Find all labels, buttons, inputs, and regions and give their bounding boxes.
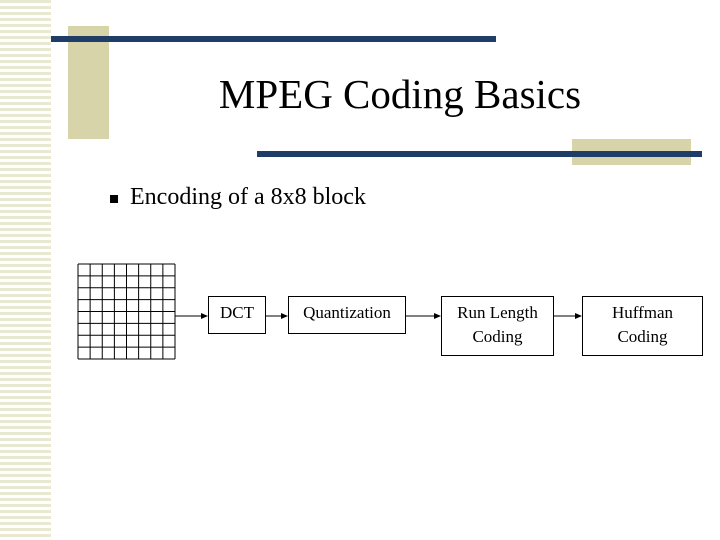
arrow-head	[201, 313, 208, 319]
quantization-label: Quantization	[303, 303, 391, 322]
arrow-head	[281, 313, 288, 319]
dct-label: DCT	[220, 303, 254, 322]
huffman-label-line-1: Huffman	[611, 303, 674, 322]
huffman-label-line-2: Coding	[617, 327, 668, 346]
arrow-head	[575, 313, 582, 319]
dct-box: DCT	[208, 296, 266, 334]
arrow-head	[434, 313, 441, 319]
quantization-box: Quantization	[288, 296, 406, 334]
bullet-marker	[110, 195, 118, 203]
slide-title: MPEG Coding Basics	[218, 71, 582, 117]
run-length-label-line-2: Coding	[472, 327, 523, 346]
bullet-text: Encoding of a 8x8 block	[130, 184, 366, 210]
pipeline-arrows	[175, 313, 582, 319]
decorative-tan-block-top	[68, 26, 109, 139]
decorative-stripes	[0, 0, 51, 540]
decorative-bottom-line	[257, 151, 702, 157]
decorative-top-line	[51, 36, 496, 42]
run-length-label-line-1: Run Length	[457, 303, 538, 322]
run-length-coding-box: Run Length Coding	[441, 296, 554, 356]
pixel-block-grid	[77, 263, 176, 360]
huffman-coding-box: Huffman Coding	[582, 296, 703, 356]
